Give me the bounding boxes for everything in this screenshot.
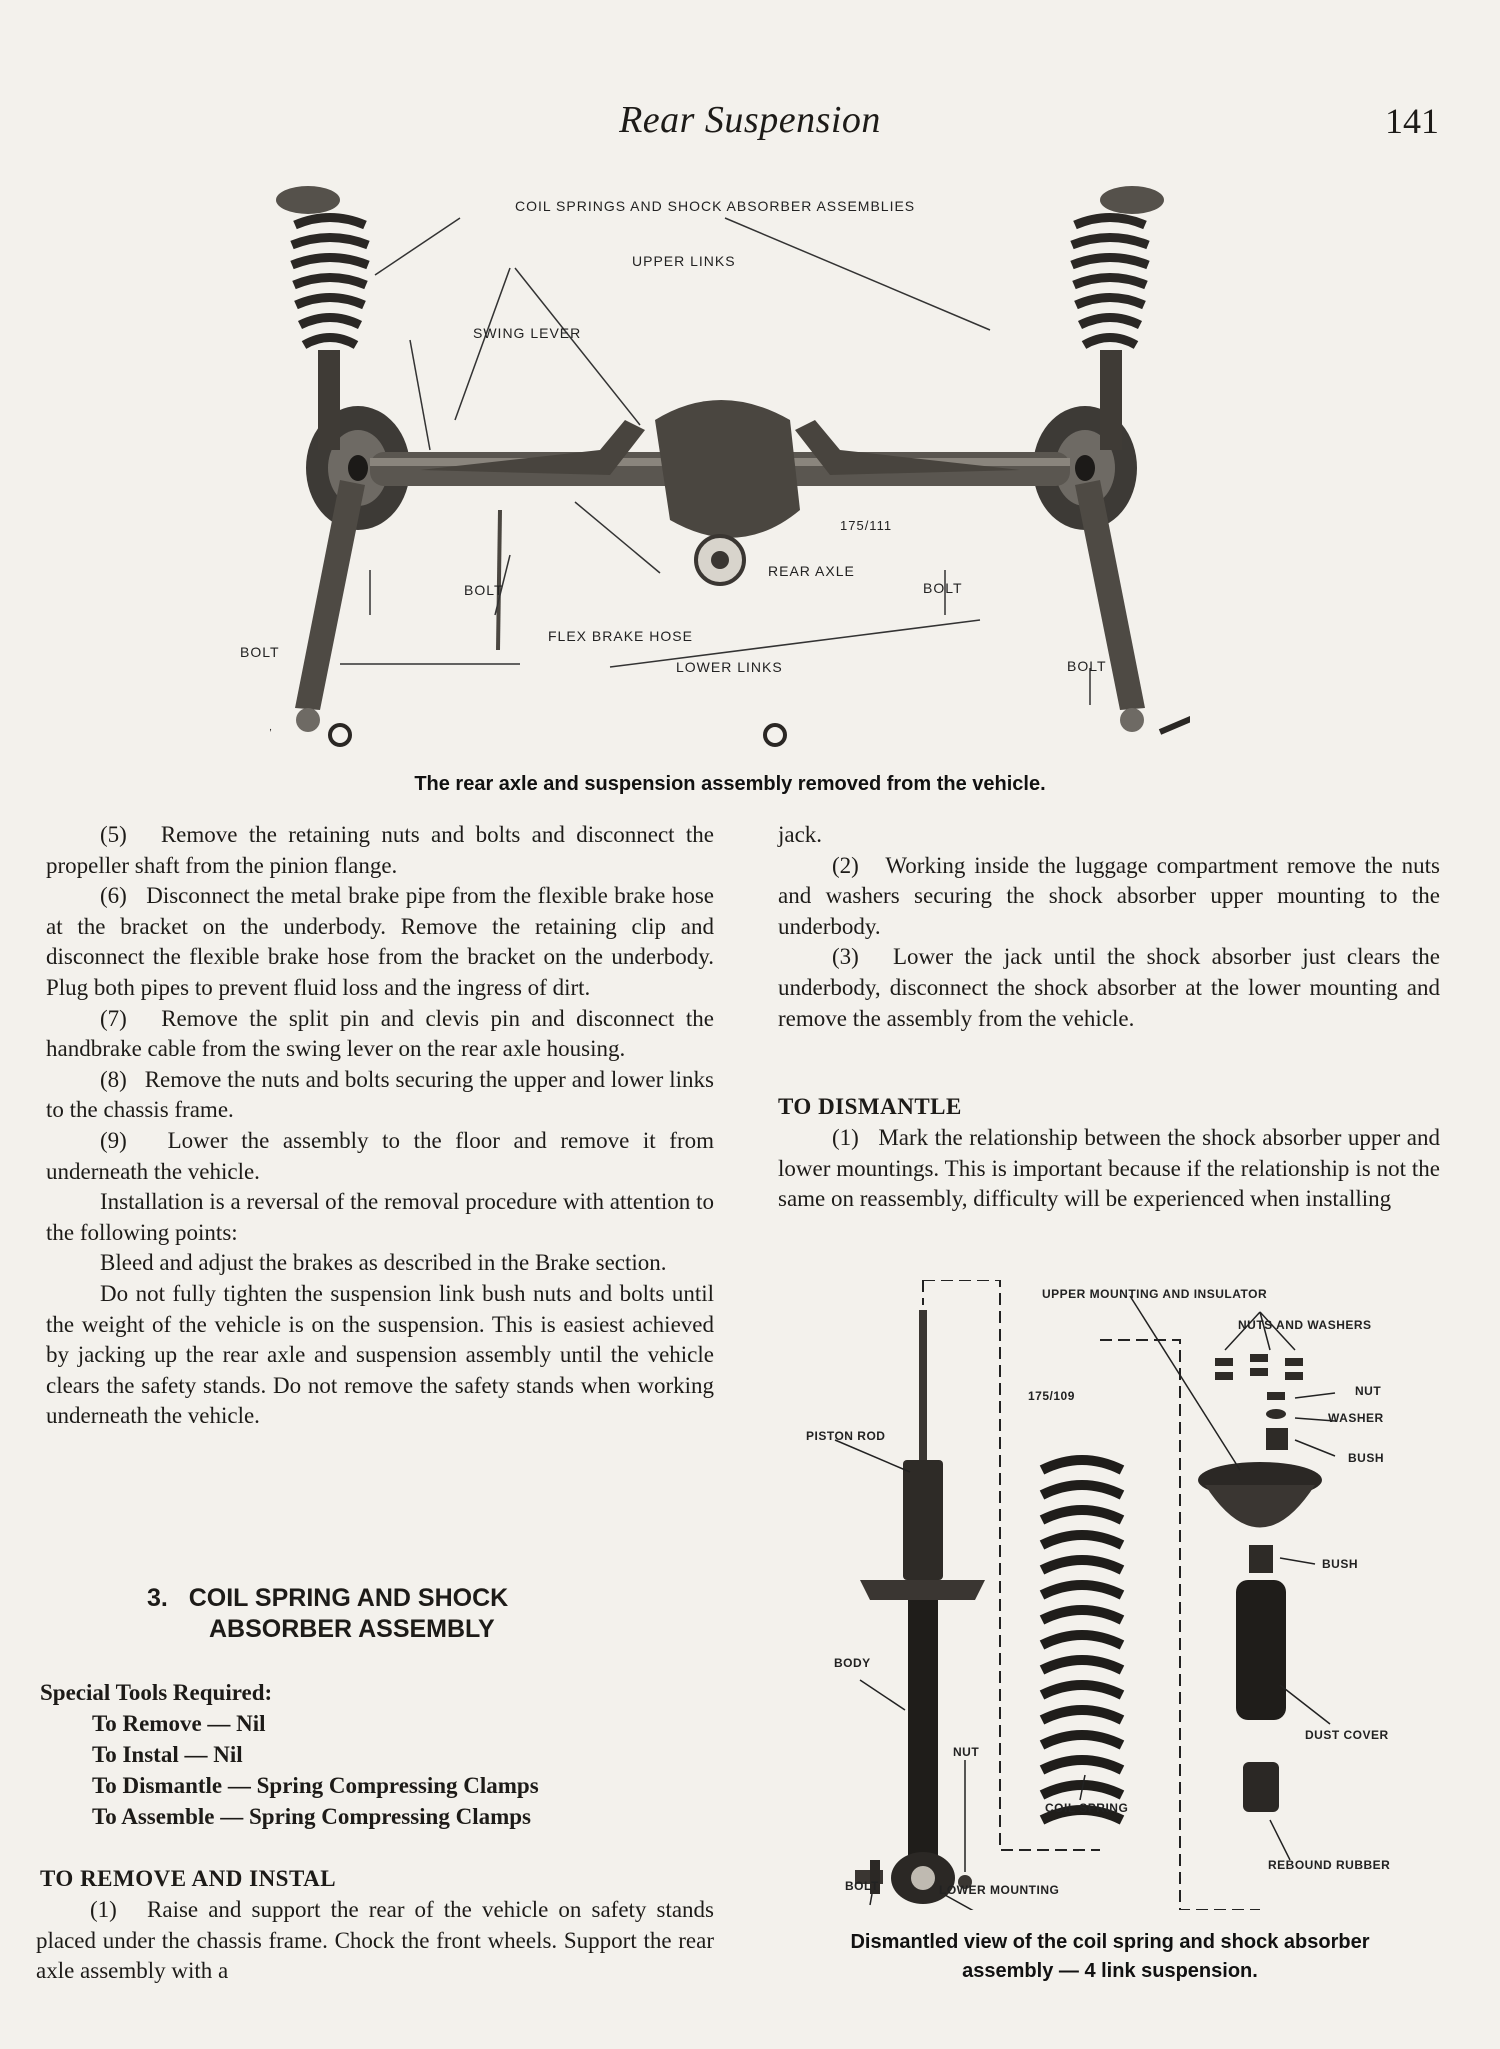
step-8: (8) Remove the nuts and bolts securing t… — [46, 1066, 714, 1123]
label-bolt-right: BOLT — [923, 580, 963, 596]
section-title-line2: ABSORBER ASSEMBLY — [209, 1615, 495, 1643]
label-nut-low: NUT — [953, 1745, 980, 1759]
dismantle-block: (1) Mark the relationship between the sh… — [778, 1123, 1440, 1215]
label-upper-mounting: UPPER MOUNTING AND INSULATOR — [1042, 1287, 1268, 1301]
section-title-line1: COIL SPRING AND SHOCK — [188, 1584, 509, 1612]
figure2-caption: Dismantled view of the coil spring and s… — [770, 1928, 1450, 1986]
label-nuts-and-washers: NUTS AND WASHERS — [1238, 1318, 1372, 1332]
tool-assemble: To Assemble — Spring Compressing Clamps — [92, 1804, 531, 1829]
rear-axle-figure: COIL SPRINGS AND SHOCK ABSORBER ASSEMBLI… — [240, 180, 1190, 760]
label-bolt-left: BOLT — [464, 582, 504, 598]
figure1-caption: The rear axle and suspension assembly re… — [414, 773, 1046, 795]
running-head: Rear Suspension — [619, 99, 881, 141]
label-bush-mid: BUSH — [1322, 1557, 1359, 1571]
label-swing-lever: SWING LEVER — [473, 325, 582, 341]
label-bolt-far-right: BOLT — [1067, 658, 1107, 674]
tool-dismantle: To Dismantle — Spring Compressing Clamps — [92, 1773, 539, 1798]
jack-continuation: jack. — [778, 822, 823, 847]
shock-absorber-figure: UPPER MOUNTING AND INSULATOR NUTS AND WA… — [800, 1280, 1440, 1910]
section-heading: 3. COIL SPRING AND SHOCK ABSORBER ASSEMB… — [147, 1583, 667, 1645]
tighten-para: Do not fully tighten the suspension link… — [46, 1280, 714, 1429]
remove-step-1-block: (1) Raise and support the rear of the ve… — [36, 1895, 714, 1987]
dismantle-step-1: (1) Mark the relationship between the sh… — [778, 1125, 1440, 1212]
installation-para: Installation is a reversal of the remova… — [46, 1189, 714, 1245]
step-9: (9) Lower the assembly to the floor and … — [46, 1127, 714, 1184]
page-number: 141 — [1385, 101, 1439, 141]
remove-step-1: (1) Raise and support the rear of the ve… — [36, 1897, 714, 1984]
label-dust-cover: DUST COVER — [1305, 1728, 1389, 1742]
label-bolt: BOLT — [845, 1879, 879, 1893]
label-bolt-far-left: BOLT — [240, 644, 280, 660]
label-assemblies: COIL SPRINGS AND SHOCK ABSORBER ASSEMBLI… — [515, 198, 916, 214]
label-upper-links: UPPER LINKS — [632, 253, 736, 269]
shock-absorber-illustration — [834, 1280, 1336, 1910]
step-7: (7) Remove the split pin and clevis pin … — [46, 1005, 714, 1062]
label-nut-top: NUT — [1355, 1384, 1382, 1398]
rear-axle-illustration — [270, 186, 1190, 747]
label-coil-spring: COIL SPRING — [1045, 1801, 1129, 1815]
label-bush-top: BUSH — [1348, 1451, 1385, 1465]
right-column: jack. (2) Working inside the luggage com… — [778, 820, 1440, 1034]
remove-instal-heading: TO REMOVE AND INSTAL — [40, 1866, 337, 1891]
dismantle-heading: TO DISMANTLE — [778, 1094, 962, 1119]
label-lower-mounting: LOWER MOUNTING — [939, 1883, 1060, 1897]
step-3: (3) Lower the jack until the shock absor… — [778, 944, 1440, 1031]
step-5: (5) Remove the retaining nuts and bolts … — [46, 822, 714, 878]
step-6: (6) Disconnect the metal brake pipe from… — [46, 883, 714, 1000]
tools-heading: Special Tools Required: — [40, 1680, 273, 1705]
label-rear-axle: REAR AXLE — [768, 563, 855, 579]
label-piston-rod: PISTON ROD — [806, 1429, 886, 1443]
label-washer: WASHER — [1328, 1411, 1384, 1425]
figure2-caption-line2: assembly — 4 link suspension. — [962, 1960, 1258, 1982]
section-number: 3. — [147, 1584, 168, 1612]
figure2-caption-line1: Dismantled view of the coil spring and s… — [850, 1931, 1370, 1953]
bleed-para: Bleed and adjust the brakes as described… — [100, 1250, 667, 1276]
label-rebound-rubber: REBOUND RUBBER — [1268, 1858, 1391, 1872]
label-lower-links: LOWER LINKS — [676, 659, 783, 675]
tool-remove: To Remove — Nil — [92, 1711, 266, 1736]
left-column: (5) Remove the retaining nuts and bolts … — [46, 820, 714, 1432]
label-ref-175-111: 175/111 — [840, 518, 893, 533]
step-2: (2) Working inside the luggage compartme… — [778, 852, 1440, 939]
label-ref-175-109: 175/109 — [1028, 1389, 1075, 1403]
special-tools: Special Tools Required: To Remove — Nil … — [40, 1677, 720, 1832]
label-flex-brake-hose: FLEX BRAKE HOSE — [548, 628, 693, 644]
label-body: BODY — [834, 1656, 871, 1670]
tool-instal: To Instal — Nil — [92, 1742, 243, 1767]
